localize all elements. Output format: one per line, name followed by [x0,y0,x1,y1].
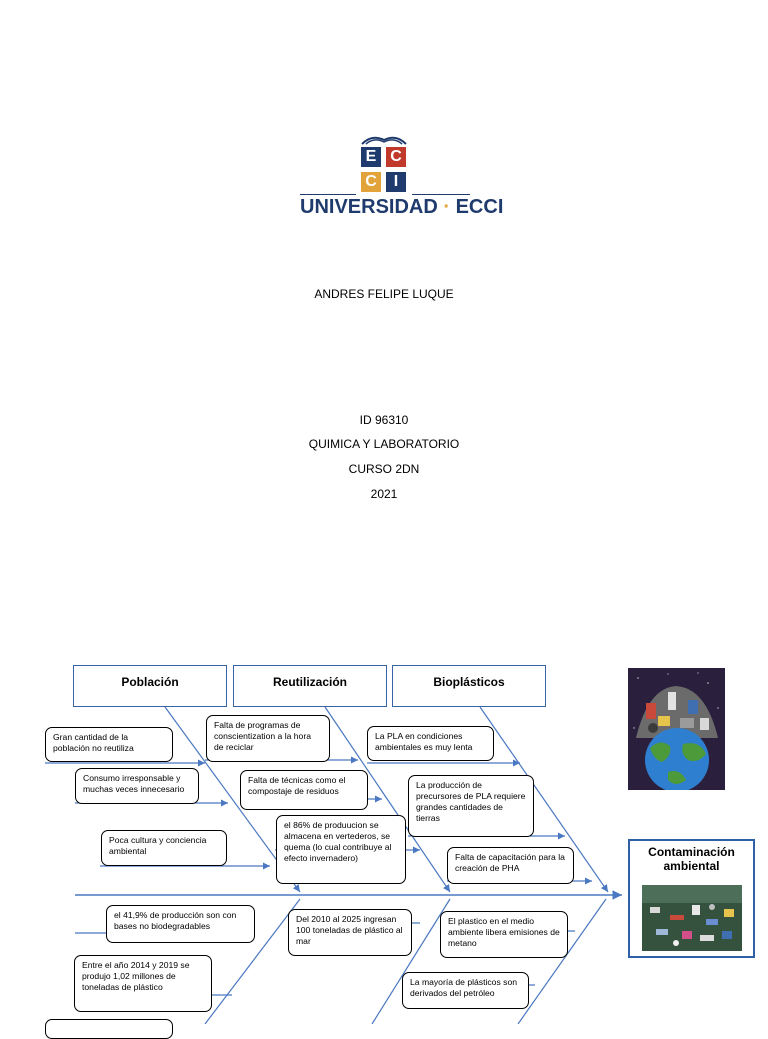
effect-box: Contaminación ambiental [628,839,755,958]
cause-box-partial [45,1019,173,1039]
cause-box: La mayoría de plásticos son derivados de… [402,972,529,1009]
bone-reutilizacion-upper [324,706,451,893]
effect-title: Contaminación ambiental [648,845,735,873]
logo-tile-i: I [386,172,406,192]
cause-box: el 86% de produucion se almacena en vert… [276,815,406,884]
earth-pollution-illustration [628,668,725,790]
logo-tile-c1: C [386,147,406,167]
book-pages-icon [361,136,407,145]
cause-box: Consumo irresponsable y muchas veces inn… [75,768,199,804]
cause-box: Poca cultura y conciencia ambiental [101,830,227,866]
bone-poblacion-lower [204,898,301,1024]
logo-tile-e: E [361,147,381,167]
cause-box: Entre el año 2014 y 2019 se produjo 1,02… [74,955,212,1012]
cause-box: Falta de programas de conscientization a… [206,715,330,762]
category-reutilizacion: Reutilización [233,665,387,707]
cause-box: Gran cantidad de la población no reutili… [45,727,173,762]
cause-box: Falta de técnicas como el compostaje de … [240,770,368,810]
plastic-waste-photo-icon [642,885,742,951]
logo-tile-c2: C [361,172,381,192]
cause-box: El plastico en el medio ambiente libera … [440,911,568,958]
category-poblacion: Población [73,665,227,707]
pollution-photo [642,885,742,951]
cause-box: La producción de precursores de PLA requ… [408,775,534,837]
course-name: CURSO 2DN [348,462,420,476]
student-id: ID 96310 [359,413,409,427]
university-logo: E C C I UNIVERSIDAD · ECCI [300,132,504,224]
bone-bioplasticos-upper [479,706,609,893]
earth-globe-icon [633,672,719,790]
subject-name: QUIMICA Y LABORATORIO [308,437,460,451]
cause-box: el 41,9% de producción son con bases no … [106,905,255,943]
logo-wordmark: UNIVERSIDAD · ECCI [300,196,504,218]
category-bioplasticos: Bioplásticos [392,665,546,707]
year: 2021 [370,487,398,501]
author-name: ANDRES FELIPE LUQUE [314,287,454,301]
bone-reutilizacion-lower [371,898,451,1024]
cause-box: Falta de capacitación para la creación d… [447,847,574,884]
bone-bioplasticos-lower [517,898,607,1024]
cause-box: Del 2010 al 2025 ingresan 100 toneladas … [288,909,412,956]
cause-box: La PLA en condiciones ambientales es muy… [367,726,494,761]
